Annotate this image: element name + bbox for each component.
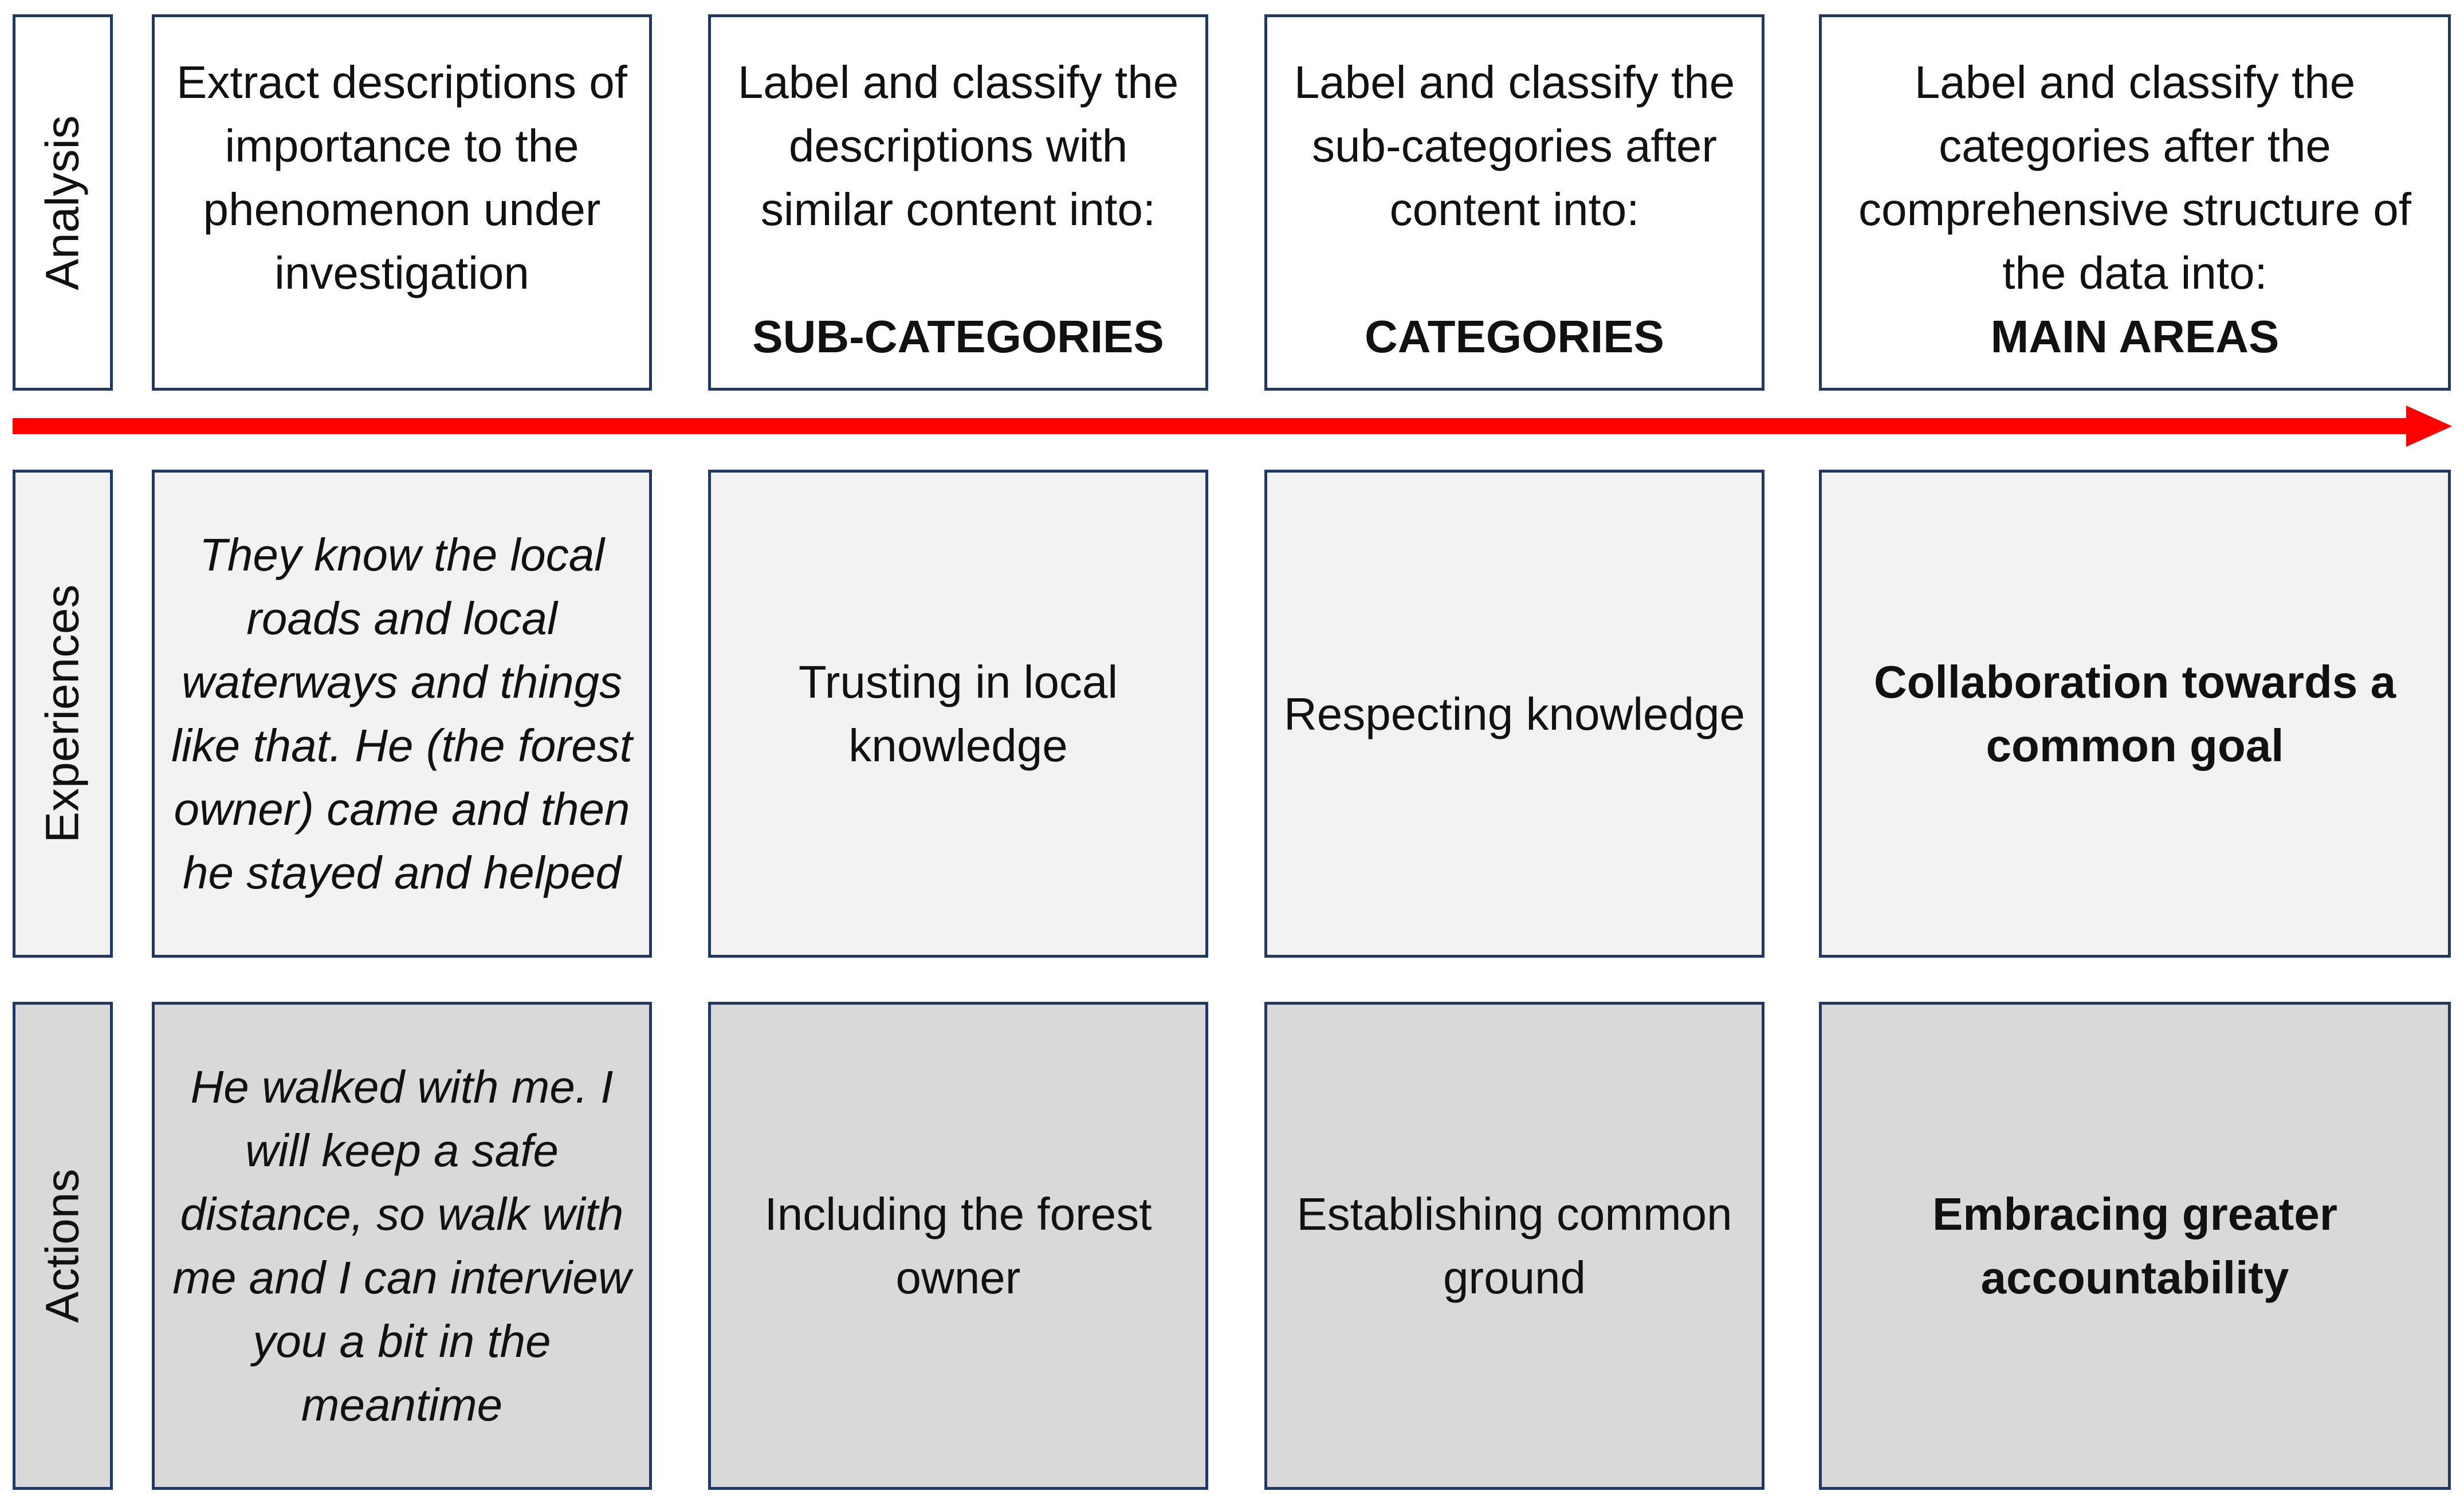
analysis-step-main-areas-text: Label and classify the categories after … [1858,57,2411,298]
actions-category: Establishing common ground [1264,1002,1765,1490]
analysis-step-categories-key: CATEGORIES [1364,311,1664,362]
actions-sub-category: Including the forest owner [708,1002,1208,1490]
experiences-main-area-text: Collaboration towards a common goal [1873,656,2396,771]
experiences-quote: They know the local roads and local wate… [152,470,652,958]
analysis-step-subcategories-text: Label and classify the descriptions with… [737,57,1179,235]
experiences-sub-category: Trusting in local knowledge [708,470,1208,958]
experiences-main-area: Collaboration towards a common goal [1819,470,2451,958]
analysis-step-extract-text: Extract descriptions of importance to th… [176,57,627,298]
actions-main-area-text: Embracing greater accountability [1932,1189,2337,1303]
analysis-step-extract: Extract descriptions of importance to th… [152,14,652,391]
analysis-step-subcategories-key: SUB-CATEGORIES [752,311,1164,362]
experiences-quote-text: They know the local roads and local wate… [171,529,632,898]
experiences-category-text: Respecting knowledge [1284,688,1745,739]
analysis-step-subcategories: Label and classify the descriptions with… [708,14,1208,391]
actions-quote-text: He walked with me. I will keep a safe di… [172,1061,631,1430]
experiences-sub-category-text: Trusting in local knowledge [798,656,1118,771]
analysis-step-categories: Label and classify the sub-categories af… [1264,14,1765,391]
experiences-category: Respecting knowledge [1264,470,1765,958]
process-arrow-head [2406,406,2452,447]
analysis-step-main-areas-key: MAIN AREAS [1990,311,2280,362]
row-label-experiences: Experiences [13,470,113,958]
actions-quote: He walked with me. I will keep a safe di… [152,1002,652,1490]
analysis-step-categories-text: Label and classify the sub-categories af… [1294,57,1735,235]
actions-sub-category-text: Including the forest owner [764,1189,1152,1303]
actions-category-text: Establishing common ground [1296,1189,1732,1303]
analysis-step-main-areas: Label and classify the categories after … [1819,14,2451,391]
actions-main-area: Embracing greater accountability [1819,1002,2451,1490]
row-label-actions: Actions [13,1002,113,1490]
row-label-analysis: Analysis [13,14,113,391]
